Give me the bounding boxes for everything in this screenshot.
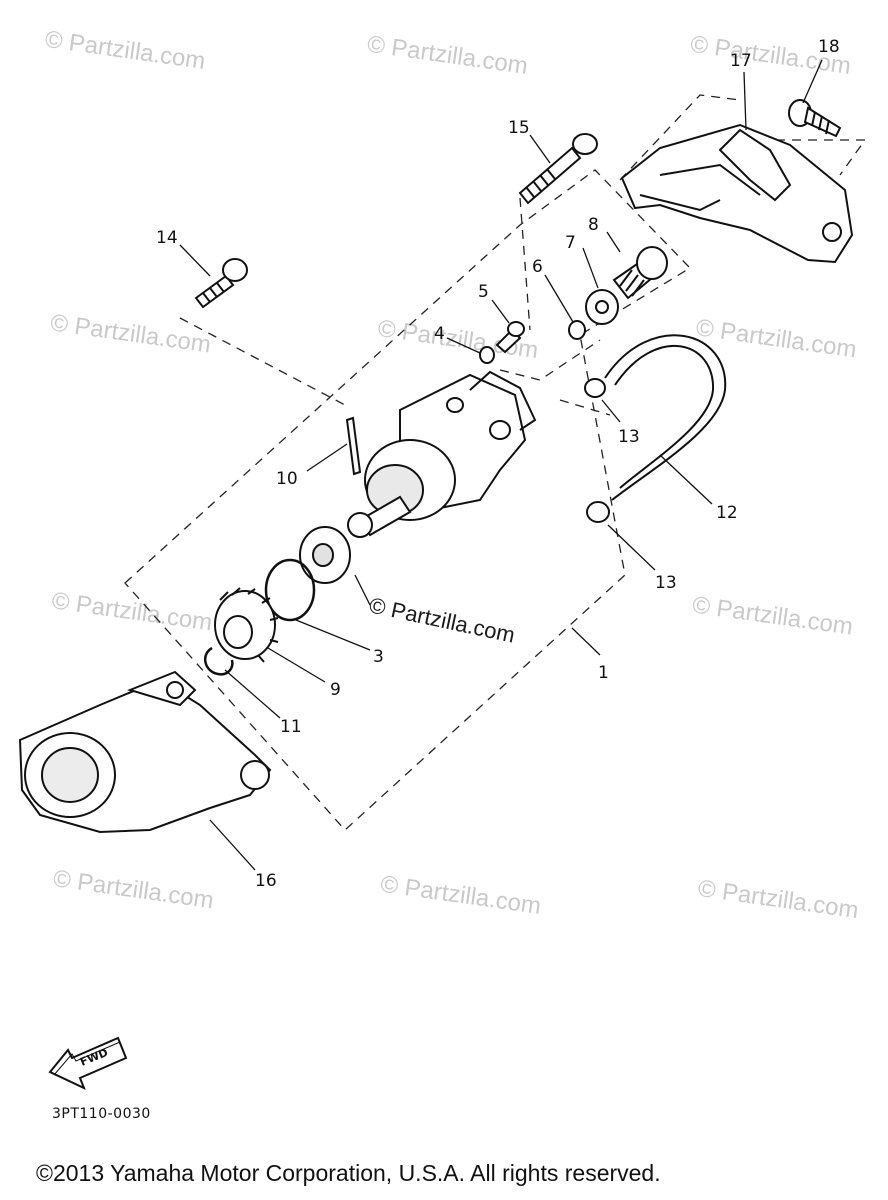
callout-12: 12 bbox=[716, 503, 738, 523]
callout-18: 18 bbox=[818, 37, 840, 57]
callout-7: 7 bbox=[565, 233, 576, 253]
watermark: © Partzilla.com bbox=[50, 587, 214, 636]
bracket-part-17 bbox=[620, 123, 854, 264]
dashed-outlines bbox=[124, 94, 867, 831]
leader-lines bbox=[179, 59, 823, 871]
callout-9: 9 bbox=[330, 680, 341, 700]
hose-part-12 bbox=[604, 334, 727, 501]
watermark: © Partzilla.com bbox=[691, 591, 855, 640]
small-parts-4-8 bbox=[479, 246, 668, 364]
screw-part-18 bbox=[788, 99, 842, 138]
callout-5: 5 bbox=[478, 282, 489, 302]
callout-13: 13 bbox=[618, 427, 640, 447]
callout-1: 1 bbox=[598, 663, 609, 683]
oil-pump-body bbox=[347, 370, 537, 538]
clamp-parts-13 bbox=[584, 378, 610, 523]
watermark: © Partzilla.com bbox=[379, 871, 543, 920]
copyright-notice: ©2013 Yamaha Motor Corporation, U.S.A. A… bbox=[36, 1160, 661, 1186]
callout-17: 17 bbox=[730, 51, 752, 71]
fwd-arrow-icon: FWD bbox=[48, 1036, 128, 1090]
callout-15: 15 bbox=[508, 118, 530, 138]
bolt-part-14 bbox=[194, 258, 248, 309]
o-ring-part-3 bbox=[264, 558, 316, 622]
callout-11: 11 bbox=[280, 717, 302, 737]
watermark: © Partzilla.com bbox=[43, 26, 207, 75]
callout-10: 10 bbox=[276, 469, 298, 489]
callout-numbers: 1 3 4 5 6 7 8 9 10 11 12 13 13 14 15 16 … bbox=[156, 37, 840, 891]
watermark: © Partzilla.com bbox=[696, 875, 860, 924]
callout-14: 14 bbox=[156, 228, 178, 248]
figure-code: 3PT110-0030 bbox=[52, 1106, 151, 1122]
callout-6: 6 bbox=[532, 257, 543, 277]
callout-3: 3 bbox=[373, 647, 384, 667]
pin-part-10 bbox=[345, 416, 362, 476]
bolt-part-15 bbox=[518, 133, 598, 205]
gear-part-9 bbox=[214, 587, 279, 663]
watermark: © Partzilla.com bbox=[366, 31, 530, 80]
center-watermark: © Partzilla.com bbox=[367, 592, 517, 647]
circlip-part-11 bbox=[203, 646, 234, 676]
housing-part-16 bbox=[18, 670, 272, 834]
callout-13-lower: 13 bbox=[655, 573, 677, 593]
callout-16: 16 bbox=[255, 871, 277, 891]
watermark: © Partzilla.com bbox=[694, 314, 858, 363]
watermark: © Partzilla.com bbox=[51, 865, 215, 914]
watermark: © Partzilla.com bbox=[49, 309, 213, 358]
bearing-part-2 bbox=[299, 526, 351, 584]
callout-8: 8 bbox=[588, 215, 599, 235]
callout-4: 4 bbox=[434, 324, 445, 344]
